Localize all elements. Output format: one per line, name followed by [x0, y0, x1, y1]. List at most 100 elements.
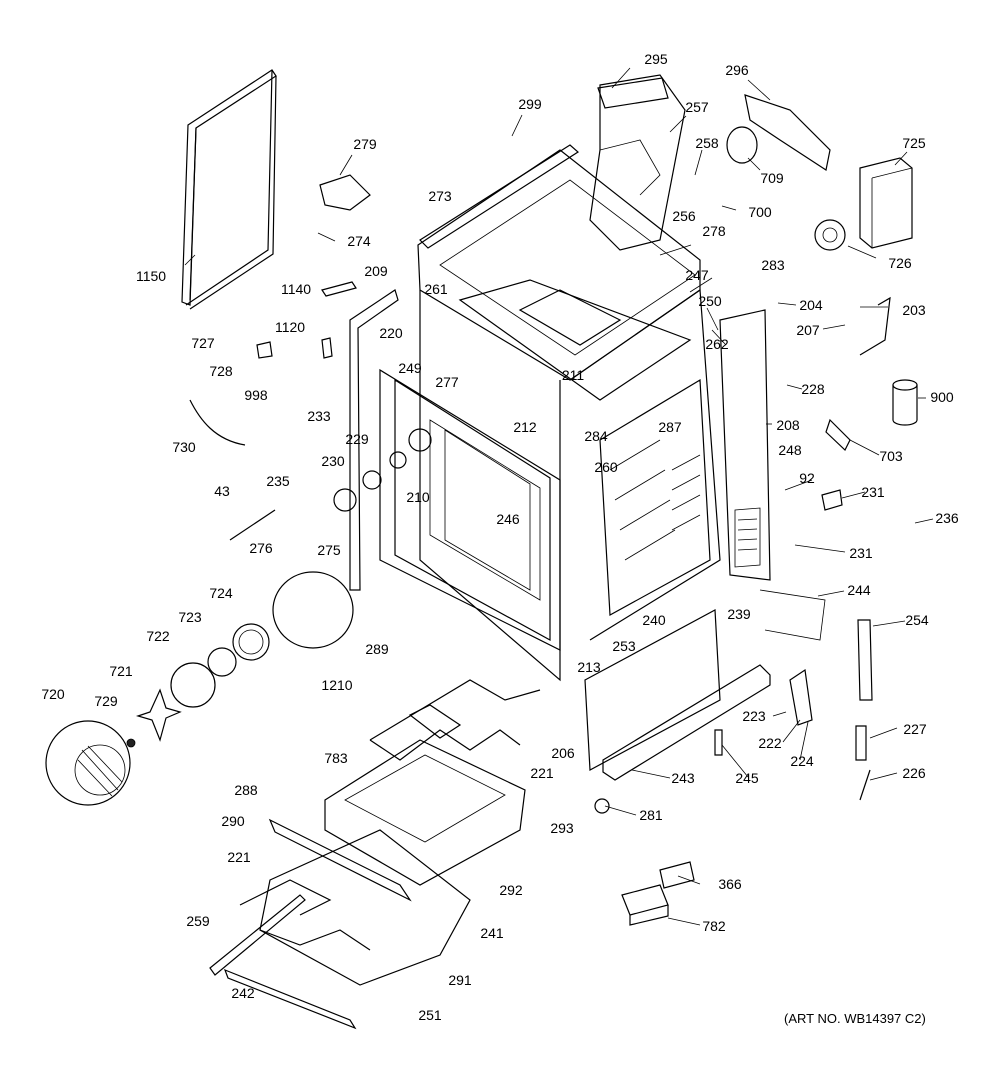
callout-208: 208: [776, 417, 800, 433]
callout-709: 709: [760, 170, 784, 186]
callout-295: 295: [644, 51, 668, 67]
control-box: [859, 157, 913, 249]
callout-900: 900: [930, 389, 954, 405]
callout-210: 210: [406, 489, 430, 505]
callout-203: 203: [902, 302, 926, 318]
callout-722: 722: [146, 628, 170, 644]
callout-227: 227: [903, 721, 927, 737]
callout-998: 998: [244, 387, 268, 403]
callout-231-a: 231: [861, 484, 885, 500]
callout-245: 245: [735, 770, 759, 786]
callout-729: 729: [94, 693, 118, 709]
callout-243: 243: [671, 770, 695, 786]
callout-261: 261: [424, 281, 448, 297]
callout-273: 273: [428, 188, 452, 204]
callout-207: 207: [796, 322, 820, 338]
callout-220: 220: [379, 325, 403, 341]
callout-222: 222: [758, 735, 782, 751]
callout-211: 211: [561, 367, 585, 383]
callout-242: 242: [231, 985, 255, 1001]
lower-tray: [602, 664, 771, 781]
callout-204: 204: [799, 297, 823, 313]
callout-292: 292: [499, 882, 523, 898]
callout-284: 284: [584, 428, 608, 444]
door-gasket: [181, 69, 277, 310]
callout-281: 281: [639, 807, 663, 823]
oven-cabinet: [379, 149, 721, 682]
vent-duct: [589, 74, 686, 251]
callout-296: 296: [725, 62, 749, 78]
callout-247: 247: [685, 267, 709, 283]
callout-258: 258: [695, 135, 719, 151]
callout-275: 275: [317, 542, 341, 558]
callout-1210: 1210: [321, 677, 353, 693]
callout-260: 260: [594, 459, 618, 475]
callout-236: 236: [935, 510, 959, 526]
callout-700: 700: [748, 204, 772, 220]
leader-lines: [184, 67, 934, 926]
callout-289: 289: [365, 641, 389, 657]
callout-287: 287: [658, 419, 682, 435]
callout-221-b: 221: [227, 849, 251, 865]
callout-239: 239: [727, 606, 751, 622]
callout-206: 206: [551, 745, 575, 761]
callout-727: 727: [191, 335, 215, 351]
callout-251: 251: [418, 1007, 442, 1023]
callout-782: 782: [702, 918, 726, 934]
callout-720: 720: [41, 686, 65, 702]
callout-277: 277: [435, 374, 459, 390]
callout-262: 262: [705, 336, 729, 352]
art-number: (ART NO. WB14397 C2): [784, 1011, 926, 1026]
fan-ring: [726, 126, 758, 164]
callout-730: 730: [172, 439, 196, 455]
callout-279: 279: [353, 136, 377, 152]
slide-rail: [209, 894, 306, 976]
fan-bracket: [744, 94, 831, 171]
bake-element: [369, 679, 541, 761]
back-panel: [759, 589, 826, 641]
bottom-drawer: [223, 739, 526, 1030]
callout-213: 213: [577, 659, 601, 675]
left-side-strip: [349, 289, 399, 591]
callout-256: 256: [672, 208, 696, 224]
callout-259: 259: [186, 913, 210, 929]
callout-291: 291: [448, 972, 472, 988]
callout-226: 226: [902, 765, 926, 781]
callout-278: 278: [702, 223, 726, 239]
callout-724: 724: [209, 585, 233, 601]
callout-43: 43: [214, 483, 230, 499]
callout-221-a: 221: [530, 765, 554, 781]
callout-290: 290: [221, 813, 245, 829]
motor: [814, 219, 846, 251]
callout-366: 366: [718, 876, 742, 892]
callout-299: 299: [518, 96, 542, 112]
small-parts: [189, 174, 891, 926]
callout-228: 228: [801, 381, 825, 397]
callout-233: 233: [307, 408, 331, 424]
callout-725: 725: [902, 135, 926, 151]
callout-783: 783: [324, 750, 348, 766]
callout-703: 703: [879, 448, 903, 464]
callout-224: 224: [790, 753, 814, 769]
callout-253: 253: [612, 638, 636, 654]
top-rail: [419, 144, 579, 249]
callout-230: 230: [321, 453, 345, 469]
callout-249: 249: [398, 360, 422, 376]
callout-723: 723: [178, 609, 202, 625]
callout-231-b: 231: [849, 545, 873, 561]
callout-235: 235: [266, 473, 290, 489]
convection-fan-assembly: [45, 571, 354, 806]
callout-241: 241: [480, 925, 504, 941]
callout-274: 274: [347, 233, 371, 249]
callout-728: 728: [209, 363, 233, 379]
callout-229: 229: [345, 431, 369, 447]
callout-248: 248: [778, 442, 802, 458]
callout-209: 209: [364, 263, 388, 279]
right-side-panel: [719, 309, 771, 581]
callout-92: 92: [799, 470, 815, 486]
callout-288: 288: [234, 782, 258, 798]
callout-293: 293: [550, 820, 574, 836]
callout-250: 250: [698, 293, 722, 309]
